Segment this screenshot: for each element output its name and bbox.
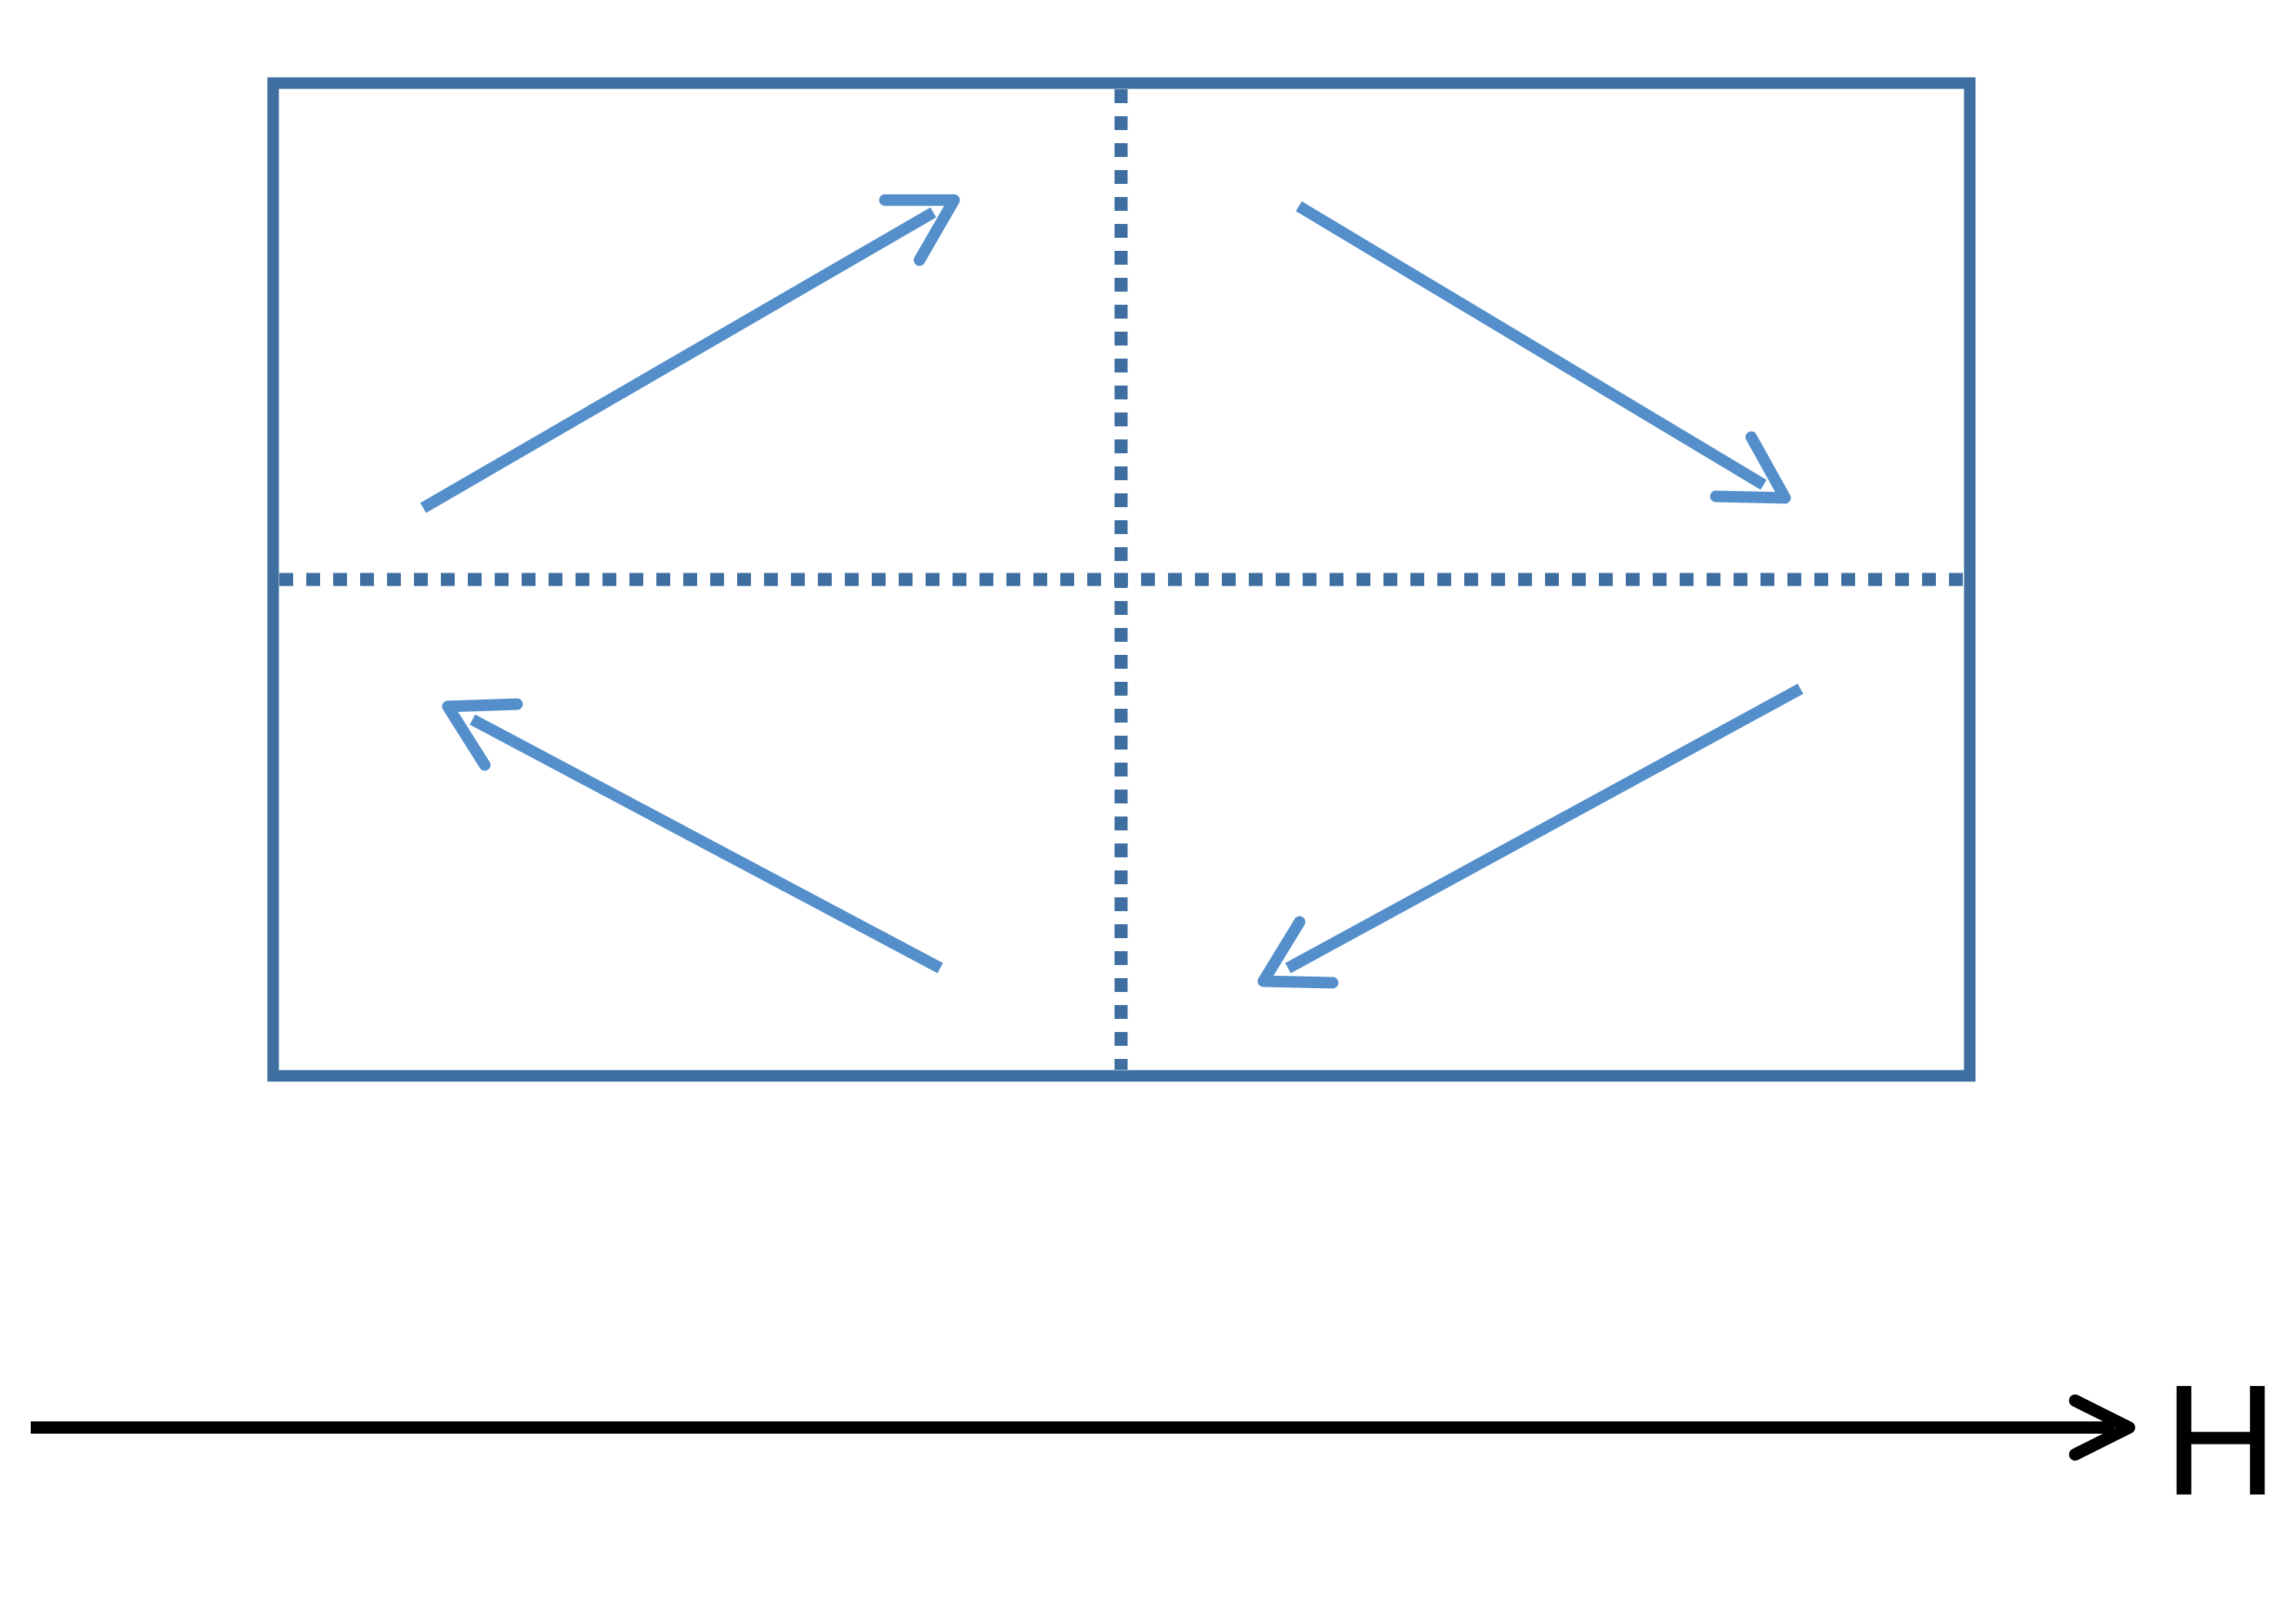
arrow-down-right-head xyxy=(1710,431,1791,504)
arrow-up-left-icon xyxy=(442,698,943,973)
arrow-down-left-icon xyxy=(1257,683,1804,989)
arrow-up-right-icon xyxy=(420,194,960,513)
axis-label-h: H xyxy=(2164,1352,2278,1528)
arrow-up-right-head xyxy=(879,194,960,266)
axis-arrowhead-icon xyxy=(2069,1394,2135,1461)
arrow-down-right-icon xyxy=(1296,201,1791,504)
arrow-up-left-head xyxy=(442,698,523,771)
arrow-down-left-head xyxy=(1257,916,1339,989)
field-axis: H xyxy=(31,1352,2278,1528)
arrow-up-left-shaft xyxy=(469,714,943,973)
arrow-down-left-shaft xyxy=(1285,683,1804,973)
arrow-down-right-shaft xyxy=(1296,201,1767,490)
domain-box-outline xyxy=(267,77,1976,1082)
arrow-up-right-shaft xyxy=(420,207,936,513)
